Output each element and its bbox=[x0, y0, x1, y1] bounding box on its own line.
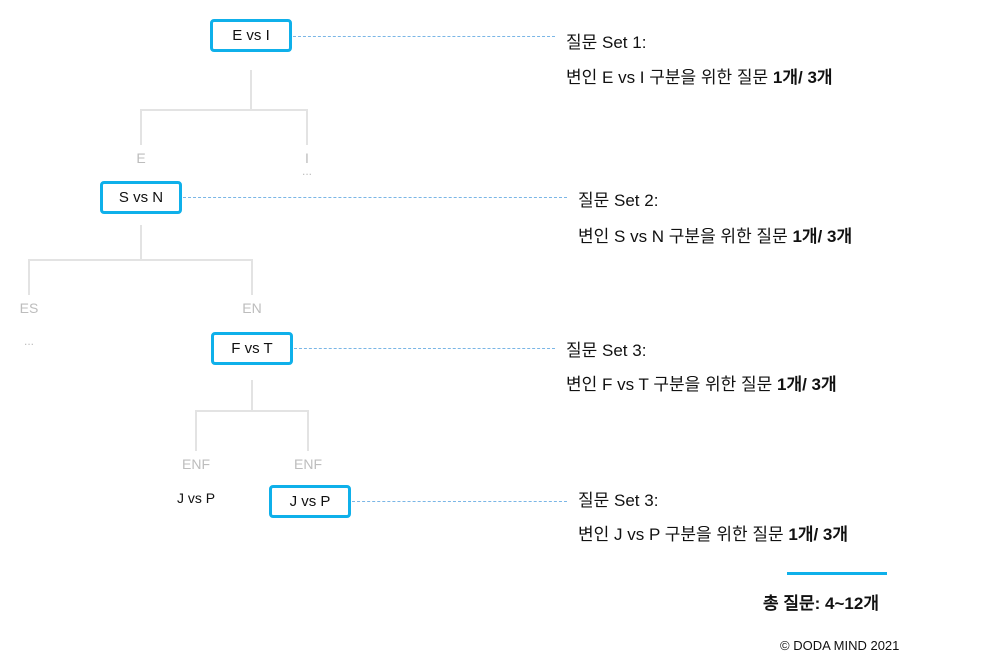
node-j-vs-p-plain: J vs P bbox=[176, 490, 216, 506]
node-j-vs-p: J vs P bbox=[269, 485, 351, 518]
connector-line bbox=[294, 348, 555, 349]
question-set-title: 질문 Set 2: bbox=[578, 191, 659, 210]
connector-line bbox=[352, 501, 567, 502]
branch-label-i: I bbox=[305, 150, 309, 166]
node-e-vs-i: E vs I bbox=[210, 19, 292, 52]
question-set-title: 질문 Set 1: bbox=[566, 33, 647, 52]
branch-line bbox=[140, 109, 142, 145]
connector-line bbox=[183, 197, 567, 198]
question-set-desc: 변인 J vs P 구분을 위한 질문 1개/ 3개 bbox=[578, 525, 849, 544]
ellipsis: ... bbox=[301, 164, 313, 178]
question-set-desc: 변인 S vs N 구분을 위한 질문 1개/ 3개 bbox=[578, 227, 853, 246]
branch-line bbox=[28, 259, 252, 261]
total-underline bbox=[787, 572, 887, 575]
branch-label-e: E bbox=[136, 150, 146, 166]
node-f-vs-t: F vs T bbox=[211, 332, 293, 365]
connector-line bbox=[293, 36, 555, 37]
branch-label-enf: ENF bbox=[182, 456, 210, 472]
copyright: © DODA MIND 2021 bbox=[780, 638, 900, 653]
ellipsis: ... bbox=[23, 334, 35, 348]
branch-label-en: EN bbox=[242, 300, 262, 316]
total-questions: 총 질문: 4~12개 bbox=[763, 594, 879, 613]
branch-line bbox=[251, 380, 253, 411]
branch-line bbox=[140, 109, 308, 111]
branch-label-enf: ENF bbox=[294, 456, 322, 472]
question-set-title: 질문 Set 3: bbox=[578, 491, 659, 510]
question-set-desc: 변인 F vs T 구분을 위한 질문 1개/ 3개 bbox=[566, 375, 837, 394]
branch-line bbox=[140, 225, 142, 260]
branch-line bbox=[28, 259, 30, 295]
branch-line bbox=[306, 109, 308, 145]
question-set-title: 질문 Set 3: bbox=[566, 341, 647, 360]
branch-line bbox=[307, 410, 309, 451]
branch-line bbox=[195, 410, 309, 412]
branch-line bbox=[195, 410, 197, 451]
branch-line bbox=[250, 70, 252, 110]
branch-line bbox=[251, 259, 253, 295]
node-s-vs-n: S vs N bbox=[100, 181, 182, 214]
question-set-desc: 변인 E vs I 구분을 위한 질문 1개/ 3개 bbox=[566, 68, 833, 87]
branch-label-es: ES bbox=[19, 300, 39, 316]
